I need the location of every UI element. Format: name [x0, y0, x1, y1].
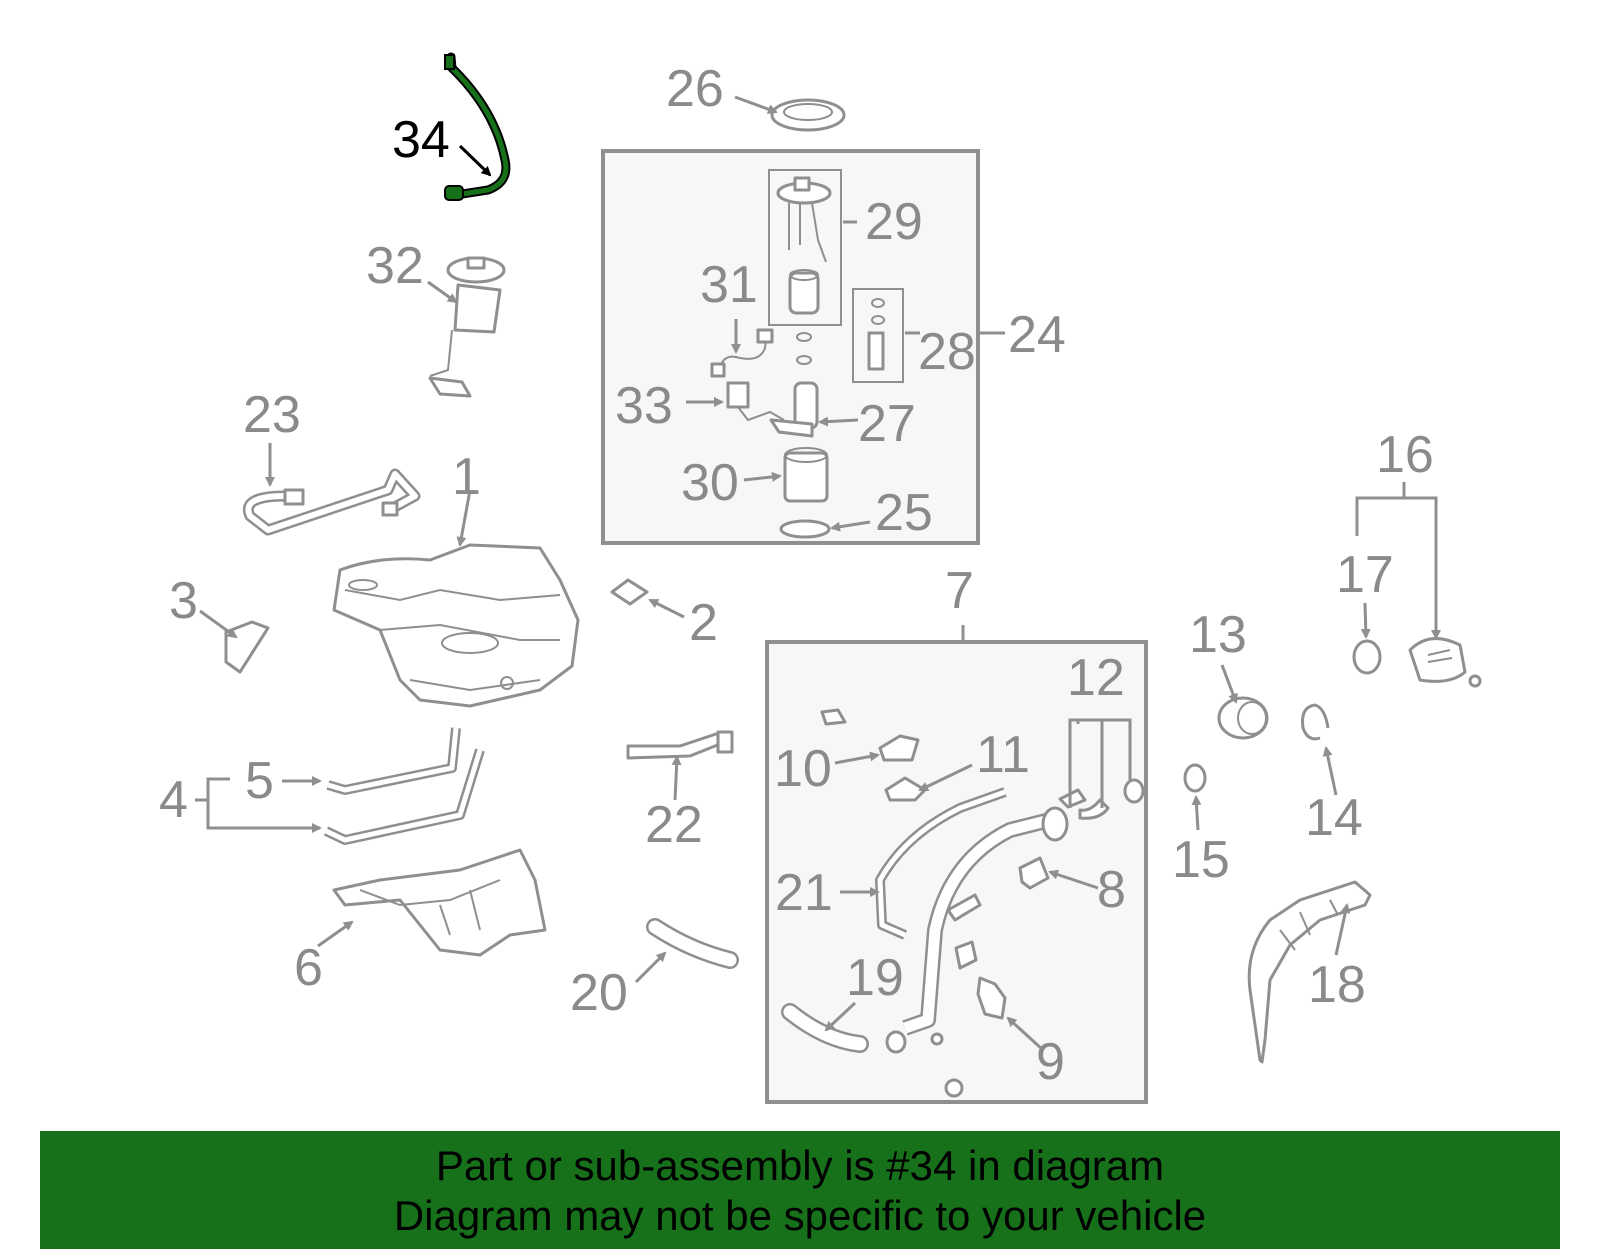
callout-7[interactable]: 7 [945, 562, 974, 620]
banner-line-2: Diagram may not be specific to your vehi… [393, 1192, 1207, 1239]
callout-20[interactable]: 20 [570, 964, 628, 1022]
part-12-leader [1068, 718, 1132, 808]
part-5-strap[interactable] [326, 727, 461, 795]
part-31-wire-harness[interactable] [710, 328, 774, 378]
part-2-clip[interactable] [610, 578, 649, 606]
callout-23[interactable]: 23 [243, 386, 301, 444]
callout-22[interactable]: 22 [645, 796, 703, 854]
part-4-strap[interactable] [323, 748, 485, 845]
part-3-leader [199, 609, 238, 639]
part-16-fuel-cap[interactable] [1408, 637, 1482, 688]
callout-33[interactable]: 33 [615, 377, 673, 435]
callout-8[interactable]: 8 [1097, 861, 1126, 919]
part-27-pump-body[interactable] [769, 381, 819, 438]
part-29-pump-bracket[interactable] [776, 176, 832, 315]
callout-2[interactable]: 2 [689, 594, 718, 652]
callout-12[interactable]: 12 [1067, 649, 1125, 707]
callout-27[interactable]: 27 [858, 395, 916, 453]
callout-16[interactable]: 16 [1376, 426, 1434, 484]
info-banner: Part or sub-assembly is #34 in diagram D… [40, 1131, 1560, 1249]
part-20-leader [634, 951, 667, 984]
part-16-leader [1355, 496, 1441, 640]
part-28-filter-set[interactable] [796, 298, 885, 371]
callout-3[interactable]: 3 [169, 572, 198, 630]
callout-17[interactable]: 17 [1336, 546, 1394, 604]
callout-24[interactable]: 24 [1008, 306, 1066, 364]
part-8-leader [1048, 869, 1099, 890]
part-22-leader [671, 755, 682, 801]
part-17-leader [1360, 602, 1371, 639]
callout-11[interactable]: 11 [976, 726, 1030, 784]
part-32-leader [427, 280, 458, 304]
callout-18[interactable]: 18 [1308, 956, 1366, 1014]
callout-6[interactable]: 6 [294, 939, 323, 997]
part-26-leader [734, 95, 778, 114]
part-27-leader [818, 416, 859, 427]
part-6-leader [317, 920, 354, 948]
part-10-leader [834, 751, 880, 765]
part-17-gasket[interactable] [1352, 639, 1382, 675]
part-30-pump-module[interactable] [783, 447, 829, 503]
part-14-clip[interactable] [1301, 703, 1330, 741]
part-11-bracket[interactable] [884, 776, 927, 802]
part-1-leader [456, 489, 472, 547]
part-10-clamp[interactable] [878, 734, 920, 762]
part-2-leader [648, 598, 685, 619]
callout-1[interactable]: 1 [452, 448, 481, 506]
callout-13[interactable]: 13 [1189, 606, 1247, 664]
filter-subgroup-box [852, 288, 904, 383]
part-22-bracket[interactable] [626, 730, 734, 760]
part-34-leader [458, 144, 492, 177]
callout-14[interactable]: 14 [1305, 789, 1363, 847]
callout-30[interactable]: 30 [681, 454, 739, 512]
part-9-leader [1006, 1016, 1045, 1052]
callout-15[interactable]: 15 [1172, 831, 1230, 889]
part-11-leader [918, 763, 973, 792]
callout-26[interactable]: 26 [666, 60, 724, 118]
part-21-breather-tube[interactable] [875, 787, 1007, 940]
part-30-leader [743, 471, 782, 482]
callout-4[interactable]: 4 [159, 771, 188, 829]
part-19-hose[interactable] [781, 1003, 964, 1098]
part-13-grommet[interactable] [1217, 696, 1269, 740]
callout-25[interactable]: 25 [875, 484, 933, 542]
part-9-bracket[interactable] [976, 976, 1007, 1020]
part-15-leader [1191, 795, 1202, 831]
part-25-leader [830, 520, 871, 532]
part-18-leader [1334, 903, 1351, 956]
pump-subgroup-box [768, 169, 842, 326]
callout-21[interactable]: 21 [775, 864, 833, 922]
part-23-vent-tube[interactable] [242, 468, 421, 536]
callout-10[interactable]: 10 [774, 740, 832, 798]
part-20-hose[interactable] [646, 918, 739, 969]
part-4-leader [206, 777, 322, 833]
part-1-fuel-tank[interactable] [332, 543, 580, 708]
part-18-fender-liner[interactable] [1247, 880, 1372, 1064]
part-15-o-ring[interactable] [1183, 763, 1207, 793]
part-7-filler-pipe[interactable] [902, 806, 1069, 1036]
part-13-leader [1220, 664, 1238, 704]
callout-31[interactable]: 31 [700, 256, 758, 314]
callout-5[interactable]: 5 [245, 752, 274, 810]
part-32-sender-gauge[interactable] [428, 256, 506, 398]
part-34-hose[interactable] [444, 52, 511, 201]
part-8-valve[interactable] [1018, 856, 1050, 890]
part-14-leader [1322, 746, 1338, 796]
callout-29[interactable]: 29 [865, 193, 923, 251]
part-10-upper-clip[interactable] [820, 708, 847, 726]
part-3-pad[interactable] [224, 620, 270, 674]
part-33-connector[interactable] [726, 381, 785, 422]
callout-19[interactable]: 19 [846, 949, 904, 1007]
callout-34[interactable]: 34 [392, 111, 450, 169]
part-26-gasket-ring[interactable] [770, 98, 846, 132]
part-6-heat-shield[interactable] [332, 848, 547, 957]
callout-32[interactable]: 32 [366, 237, 424, 295]
callout-28[interactable]: 28 [918, 323, 976, 381]
banner-line-1: Part or sub-assembly is #34 in diagram [435, 1142, 1165, 1189]
part-25-o-ring[interactable] [779, 519, 831, 539]
part-19-leader [824, 1001, 857, 1032]
callout-9[interactable]: 9 [1036, 1033, 1065, 1091]
